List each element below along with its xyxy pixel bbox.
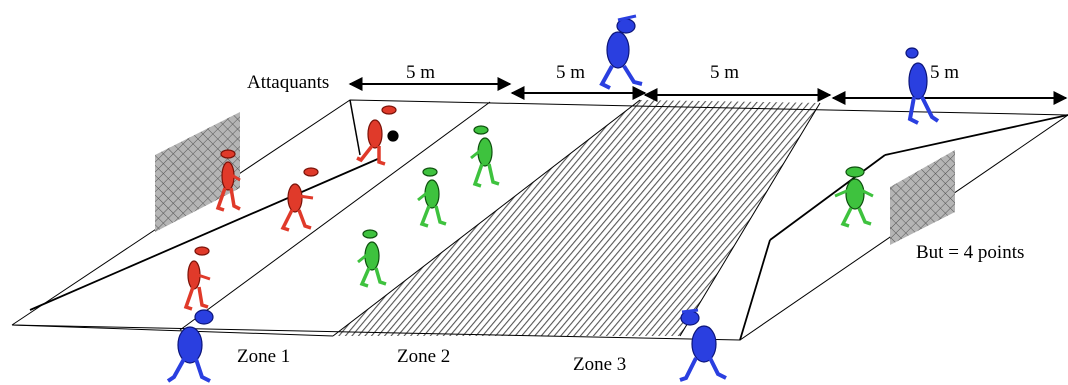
diagonal-lane xyxy=(29,157,381,311)
ball xyxy=(387,130,399,142)
coach-figure xyxy=(166,309,214,383)
zone-1-label: Zone 1 xyxy=(237,346,290,367)
attacker-player xyxy=(280,167,319,232)
zone-2-label: Zone 2 xyxy=(397,346,450,367)
zone-line-2 xyxy=(332,99,641,337)
coach-figure xyxy=(905,47,940,125)
zone-line-1 xyxy=(179,101,491,331)
zone-line-3 xyxy=(679,102,821,337)
defender-player xyxy=(417,167,447,228)
distance-label-4: 5 m xyxy=(930,62,959,83)
distance-label-3: 5 m xyxy=(710,62,739,83)
zone-3-hatched-area xyxy=(333,100,820,336)
attacker-player-with-ball xyxy=(356,105,399,166)
defender-player xyxy=(357,229,387,288)
defender-player xyxy=(470,125,500,188)
goal-net-left xyxy=(155,112,240,232)
attacker-player xyxy=(183,246,211,311)
goal-lines xyxy=(739,114,1068,341)
distance-label-1: 5 m xyxy=(406,62,435,83)
attacker-player xyxy=(215,149,241,212)
attack-line xyxy=(349,99,361,156)
goalkeeper-player xyxy=(834,166,874,228)
coach-figure xyxy=(599,14,643,90)
attackers-label: Attaquants xyxy=(247,72,329,93)
distance-arrows xyxy=(348,77,1068,105)
distance-label-2: 5 m xyxy=(556,62,585,83)
goal-net-right xyxy=(890,150,955,245)
zone-3-label: Zone 3 xyxy=(573,354,626,375)
coach-figure xyxy=(679,308,727,382)
goal-label: But = 4 points xyxy=(916,242,1024,263)
